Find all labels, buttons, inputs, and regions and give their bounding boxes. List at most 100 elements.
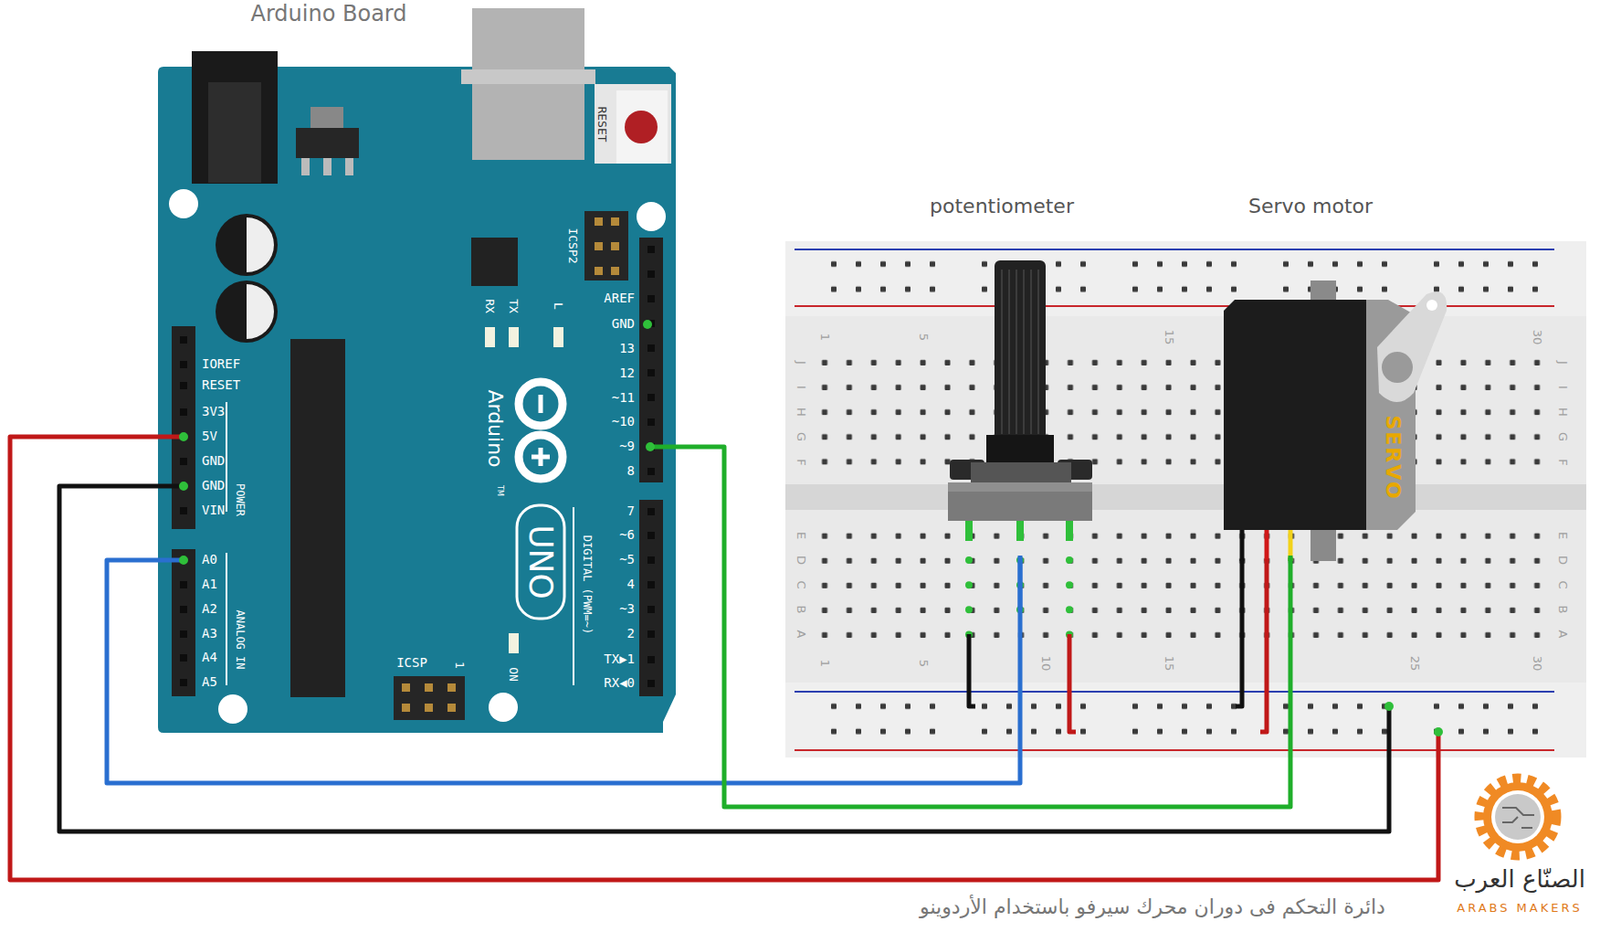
header-pin [401, 683, 456, 712]
servo-horn-hole [1426, 299, 1438, 311]
header-group-label: POWER [232, 483, 245, 516]
wire-5v [10, 436, 1439, 880]
pin-label: 8 [627, 463, 635, 478]
icsp-header [393, 675, 465, 720]
part-node: Servo motorSERVO [1187, 191, 1434, 558]
pot-collar [970, 462, 1072, 485]
pin-label: GND [611, 316, 635, 331]
pin-label: 12 [619, 366, 635, 380]
pot-shaft [994, 260, 1046, 440]
row-letter: J [1556, 360, 1569, 365]
servo-brand: SERVO [1381, 414, 1404, 500]
board-pcb [157, 66, 676, 733]
wire-pot-gnd [968, 633, 976, 706]
pin-label: 4 [627, 577, 635, 591]
power-wires [10, 436, 1439, 880]
mounting-hole [218, 694, 248, 724]
row-letter: B [1556, 605, 1569, 614]
tx-led [508, 326, 519, 348]
header-pin [610, 266, 620, 275]
pot-nut [986, 434, 1054, 463]
terminal-holes [812, 350, 1550, 475]
gear-circuit [1502, 807, 1535, 828]
brand-label: Arduino [484, 389, 506, 467]
capacitor [215, 280, 278, 343]
column-number: 15 [1162, 655, 1176, 672]
row-letter: F [794, 458, 808, 465]
wire-pot-5v [1069, 633, 1076, 732]
row-letter: B [794, 605, 808, 614]
pot-pin [1016, 520, 1024, 541]
part-title: potentiometer [929, 195, 1074, 218]
header-pin [594, 217, 603, 226]
row-letter: A [794, 630, 808, 639]
row-letter: I [1556, 385, 1569, 390]
logo-gear [1479, 778, 1557, 855]
capacitor-top [246, 217, 274, 273]
pot-shaft-ridges [1001, 269, 1039, 434]
power-rail-bottom [785, 682, 1587, 758]
led-label: L [551, 302, 565, 310]
logo-name: ARABS MAKERS [1456, 901, 1583, 915]
power-bracket [225, 401, 228, 512]
pin-label: ~9 [619, 439, 635, 453]
row-letter: J [794, 360, 808, 365]
mounting-hole [488, 692, 518, 722]
row-letter: H [794, 407, 808, 417]
rail-line-blue [794, 690, 1555, 693]
signal-wire [106, 557, 1021, 783]
arduino-board [157, 8, 676, 733]
header-group-label: DIGITAL (PWM=~) [579, 535, 592, 634]
part-node: potentiometer [910, 191, 1094, 558]
servo-horn-hub [1381, 351, 1413, 383]
logo-ring [518, 381, 563, 426]
pin-label: IOREF [201, 357, 241, 371]
wire-end [178, 431, 189, 442]
column-number: 5 [916, 659, 930, 667]
pin-label: 7 [627, 504, 635, 518]
servo-body [1223, 299, 1367, 530]
pin-label: AREF [603, 291, 635, 306]
column-number: 15 [1162, 329, 1176, 346]
analog-header [171, 548, 196, 696]
gear-body [1483, 781, 1553, 852]
regulator-tab [310, 106, 344, 130]
digital-bracket [572, 506, 575, 685]
uno-outline [516, 505, 565, 619]
header-group-label: ANALOG IN [232, 609, 245, 669]
pin-label: A5 [201, 674, 218, 689]
power-jack-inner [208, 82, 262, 183]
header-sockets [647, 245, 655, 687]
row-letter: A [1556, 630, 1569, 639]
pin-label: ~3 [619, 601, 635, 616]
breadboard-body [785, 241, 1587, 758]
row-letter: I [794, 385, 808, 390]
column-number: 1 [818, 659, 832, 667]
pin-gnd-marker [642, 319, 653, 329]
row-letter: C [794, 579, 808, 589]
servo-horn [1377, 291, 1447, 402]
pin-label: A3 [201, 626, 218, 641]
column-number: 10 [1039, 655, 1053, 672]
row-letter: D [794, 555, 808, 565]
header-sockets [179, 336, 188, 686]
reset-button-base [594, 84, 672, 164]
row-letter: G [794, 431, 808, 442]
pin-label: 13 [619, 341, 635, 356]
pin-label: GND [201, 453, 225, 468]
center-channel [785, 484, 1587, 510]
pin-label: ~10 [611, 414, 635, 429]
pin-label: 3V3 [201, 404, 225, 419]
reset-button-cap [624, 110, 658, 144]
rail-line-blue [794, 248, 1555, 251]
arduino-logo [518, 381, 563, 479]
column-number: 5 [916, 333, 930, 341]
pin-label: 5V [201, 429, 218, 443]
regulator-pin [345, 157, 354, 176]
header-pin [594, 242, 603, 251]
logo-ring [518, 434, 563, 479]
reset-button [616, 90, 668, 164]
row-letter: G [1556, 431, 1569, 442]
pin-label: TX▶1 [603, 652, 635, 666]
analog-bracket [225, 552, 228, 685]
